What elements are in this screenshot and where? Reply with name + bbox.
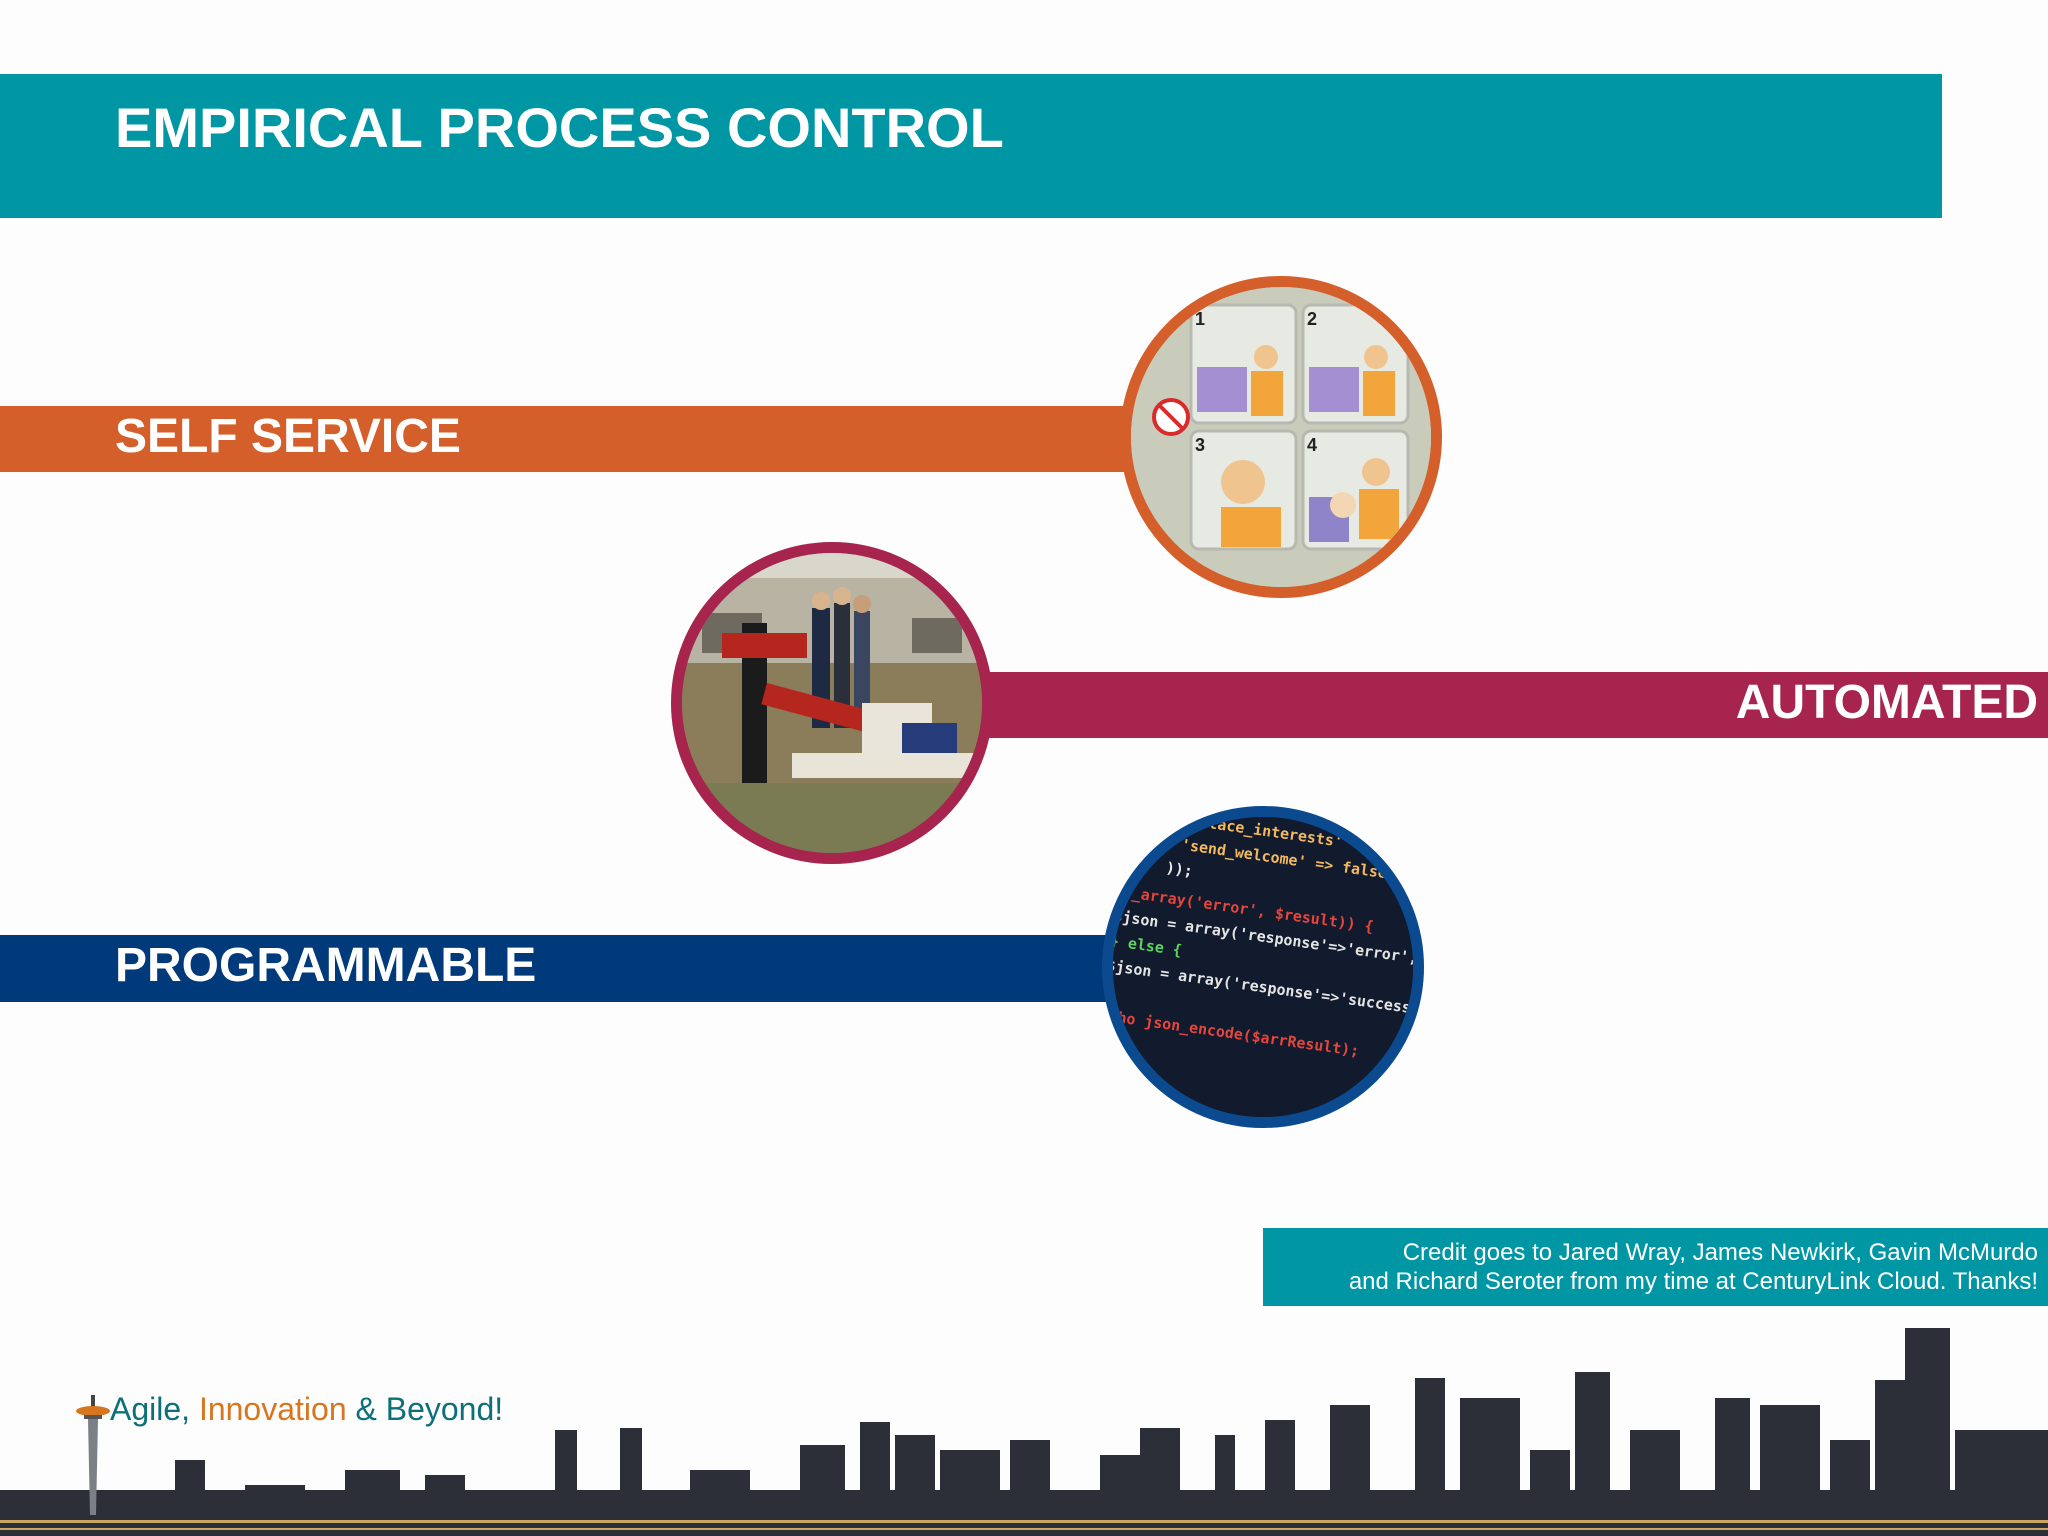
panel-number-2: 2 <box>1307 309 1317 329</box>
tagline-part-agile: Agile, <box>110 1391 199 1427</box>
credit-line-2: and Richard Seroter from my time at Cent… <box>1348 1268 2038 1295</box>
programmable-band <box>0 935 1125 1002</box>
robot-office-photo <box>682 553 982 853</box>
automated-label: AUTOMATED <box>1735 676 2038 729</box>
panel-number-3: 3 <box>1195 435 1205 455</box>
oxygen-mask-card-illustration: 1 2 3 4 <box>1131 287 1431 587</box>
panel-number-1: 1 <box>1195 309 1205 329</box>
self-service-image: 1 2 3 4 <box>1120 276 1442 598</box>
programmable-label: PROGRAMMABLE <box>115 939 537 992</box>
tagline: Agile, Innovation & Beyond! <box>110 1391 503 1428</box>
credit-note: Credit goes to Jared Wray, James Newkirk… <box>1263 1228 2048 1306</box>
code-line-3: )); <box>1165 859 1194 881</box>
space-needle-icon <box>76 1395 110 1515</box>
tagline-part-beyond: & Beyond! <box>346 1391 504 1427</box>
slide-title: EMPIRICAL PROCESS CONTROL <box>115 96 1004 159</box>
city-skyline-image <box>0 1328 2048 1536</box>
self-service-band <box>0 406 1135 472</box>
title-band <box>0 74 1942 218</box>
panel-number-4: 4 <box>1307 435 1317 455</box>
programmable-image: 'replace_interests' => false, 'send_welc… <box>1102 806 1424 1128</box>
automated-band <box>980 672 2048 738</box>
credit-line-1: Credit goes to Jared Wray, James Newkirk… <box>1402 1239 2038 1266</box>
source-code-photo: 'replace_interests' => false, 'send_welc… <box>1113 817 1413 1117</box>
automated-image <box>671 542 993 864</box>
self-service-label: SELF SERVICE <box>115 410 461 463</box>
tagline-part-innovation: Innovation <box>198 1391 347 1427</box>
